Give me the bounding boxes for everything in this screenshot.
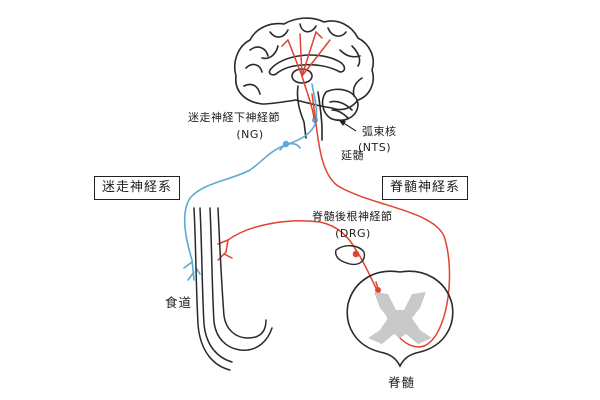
spinal-pathway [217,31,451,348]
brainstem [317,91,323,141]
brainstem [296,85,307,139]
spinal-cord-label: 脊髄 [388,375,416,390]
drg-label: 脊髄後根神経節 [312,210,393,223]
brain-projection [315,31,323,39]
vagal-branch [187,271,195,281]
vagal-branch [183,261,193,269]
brain-projection [281,39,289,47]
afferent-branch [223,253,233,259]
brain-projection [299,33,303,77]
ng-abbr-label: (NG) [236,128,264,141]
nts-pointer [338,119,357,132]
vagal-ng-loop [279,142,301,151]
brain-gyrus [269,29,289,38]
visceral-afferent [227,220,357,251]
brain-gyrus [245,63,263,73]
brain-gyrus [299,23,317,33]
spinal-system-label: 脊髄神経系 [382,176,469,200]
drg-abbr-label: (DRG) [335,227,371,240]
afferent-branch [225,239,229,253]
brain-gyrus [243,83,261,95]
afferent-to-cord [355,249,377,289]
esophagus-wall-inner-left [199,207,233,363]
cerebellum-fold [329,100,353,111]
vagal-system-label: 迷走神経系 [94,176,181,200]
drg-ganglion-outline [335,245,366,266]
brain-gyrus [339,49,361,58]
brain-projection [301,31,317,77]
spinal-cord-outline [346,270,454,368]
esophagus-wall-inner-right [209,207,273,351]
nts-label: 弧束核 [362,125,397,138]
corpus-callosum [268,54,346,76]
brain-gyrus [352,77,363,97]
esophagus-label: 食道 [165,295,193,310]
brain-projection [301,39,331,77]
nts-abbr-label: (NTS) [358,141,392,154]
brain-to-cord [301,75,315,119]
esophagus-wall-outer-right [217,207,267,339]
cerebellum-fold [331,109,349,119]
esophagus [193,207,273,371]
afferent-branch [217,251,227,261]
cord-entry-dot [375,287,381,293]
esophagus-wall-outer-left [193,207,231,371]
brain [234,17,374,141]
ng-label: 迷走神経下神経節 [188,111,280,124]
spinal-cord-section [346,270,454,368]
brain-projection [287,39,303,77]
brain-outline [234,17,374,111]
ng-ganglion-dot [282,140,290,148]
drg-ganglion-dot [352,250,360,258]
medulla-label: 延髄 [341,149,364,162]
gray-matter [368,292,432,344]
brain-gyrus [261,45,279,60]
brain-gyrus [249,46,269,57]
brain-gyrus [327,27,347,37]
